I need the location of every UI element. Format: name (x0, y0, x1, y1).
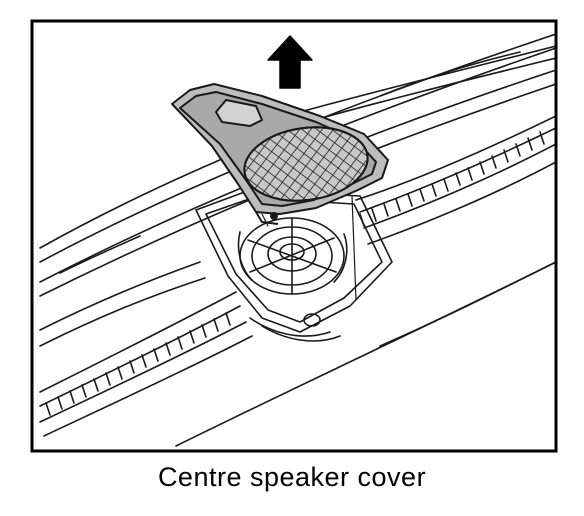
instruction-illustration (30, 19, 558, 453)
left-toothed-rail (39, 291, 253, 437)
clip-guide-line (261, 213, 269, 227)
right-toothed-rail (355, 115, 556, 245)
arrow-up-icon (267, 35, 313, 89)
speaker-unit (237, 217, 348, 295)
illustration-frame (30, 19, 558, 453)
alignment-guide-line (351, 195, 357, 301)
frame-background (32, 21, 556, 451)
speaker-cover-diagram (30, 19, 558, 453)
dashboard-ridge (299, 45, 556, 125)
figure-caption: Centre speaker cover (157, 462, 427, 492)
dashboard-lower-lines (39, 261, 556, 447)
speaker-cover (171, 83, 389, 225)
